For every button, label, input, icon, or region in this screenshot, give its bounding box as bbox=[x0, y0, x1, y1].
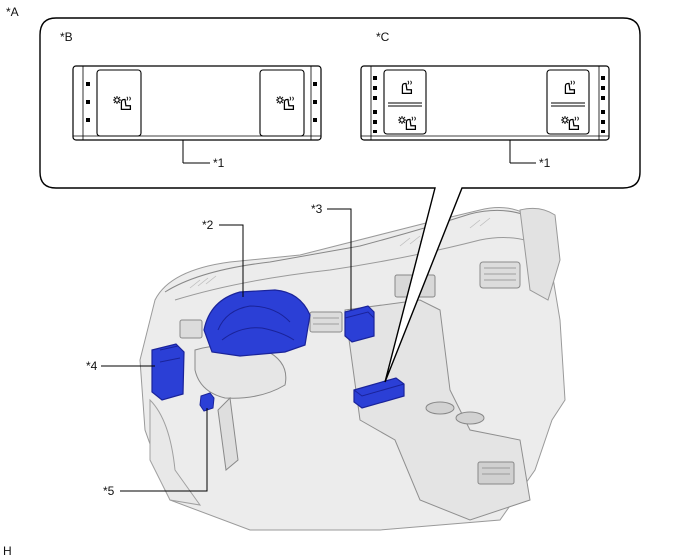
label-a: *A bbox=[6, 5, 19, 19]
component-5-part bbox=[199, 392, 215, 412]
left-button-b bbox=[96, 69, 142, 137]
component-4-part bbox=[151, 343, 185, 401]
callout-4: *4 bbox=[86, 359, 98, 373]
combination-meter-part bbox=[203, 289, 311, 357]
seat-heater-switch-part bbox=[353, 377, 405, 409]
left-button-c bbox=[383, 69, 427, 135]
switch-panel-c bbox=[360, 65, 610, 164]
callout-2: *2 bbox=[202, 218, 214, 232]
right-button-c bbox=[546, 69, 590, 135]
leader-lines bbox=[101, 208, 352, 492]
label-c: *C bbox=[376, 30, 390, 44]
dashboard-illustration bbox=[139, 207, 566, 531]
callout-5: *5 bbox=[103, 484, 115, 498]
switch-panel-b bbox=[72, 65, 322, 164]
component-3-part bbox=[344, 305, 375, 343]
corner-label: H bbox=[3, 544, 12, 558]
callout-1-c: *1 bbox=[539, 156, 551, 170]
right-button-b bbox=[259, 69, 305, 137]
callout-1-b: *1 bbox=[213, 156, 225, 170]
callout-3: *3 bbox=[311, 202, 323, 216]
label-b: *B bbox=[60, 30, 73, 44]
